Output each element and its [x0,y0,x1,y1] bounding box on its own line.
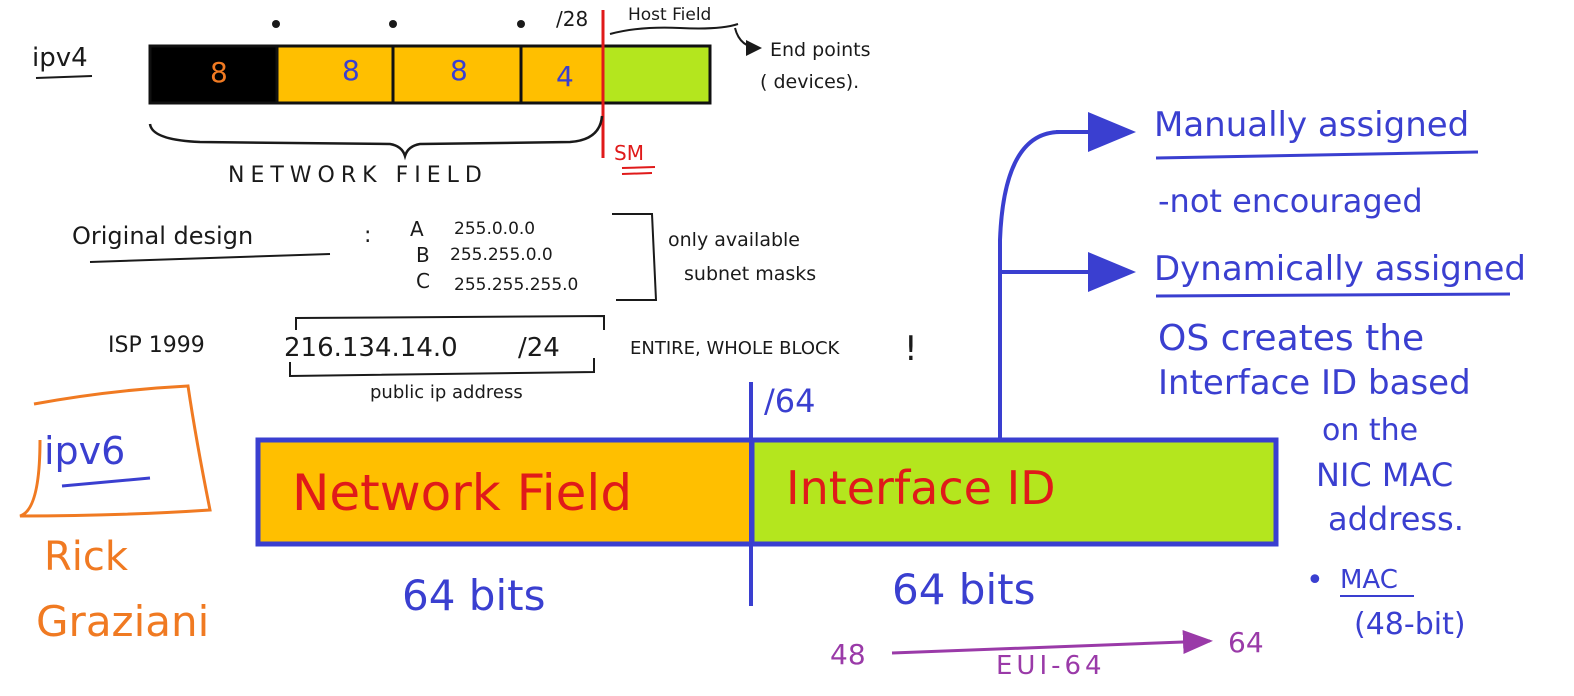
original-design-label: Original design [72,222,253,250]
manual-assigned-label: Manually assigned [1154,105,1469,145]
class-mask-b: 255.255.0.0 [450,245,553,265]
original-design-underline [89,253,331,263]
mac-label: MAC [1340,565,1398,595]
subnet-mask-underline [621,172,653,175]
eui-label: EUI-64 [996,651,1106,681]
host-note-arrow [734,27,762,56]
ipv4-octet-4-network [519,44,605,105]
dynamic-note-line3: on the [1322,413,1418,448]
ipv4-octet-2 [275,44,395,105]
subnet-mask-underline [621,166,656,169]
ipv4-label-underline [35,75,93,79]
octet-dot [389,20,397,28]
isp-address-bracket [295,314,605,330]
ipv6-interface-bits: 64 bits [892,565,1035,614]
octet-bits-2: 8 [342,54,360,87]
ipv4-label: ipv4 [32,43,88,73]
host-field-label: Host Field [628,5,711,25]
ipv4-octet-1 [148,44,279,105]
mac-bullet: • [1306,563,1324,598]
isp-address-prefix: /24 [518,333,560,363]
host-note-line1: End points [770,39,871,61]
dynamic-assigned-label: Dynamically assigned [1154,249,1526,289]
class-mask-c: 255.255.255.0 [454,275,578,295]
octet-bits-1: 8 [210,56,228,89]
mac-bits: (48-bit) [1354,607,1466,642]
manual-assigned-underline [1155,150,1479,160]
class-letter-b: B [416,243,430,267]
eui-arrow [891,630,1213,655]
entire-block-note: ENTIRE, WHOLE BLOCK [630,338,841,359]
ipv6-network-field [255,437,755,547]
public-ip-bracket [289,358,595,378]
isp-label: ISP 1999 [108,333,205,358]
host-field-brace [609,23,739,35]
octet-dot [517,20,525,28]
only-available-line1: only available [668,229,800,251]
assignment-branch-line [998,130,1061,438]
host-note-line2: ( devices). [760,71,859,93]
author-last-name: Graziani [36,597,209,646]
dynamic-note-line4: NIC MAC [1316,456,1453,494]
class-masks-bracket [612,213,658,301]
ipv6-label-underline [61,476,151,488]
network-field-brace [148,115,604,161]
isp-address: 216.134.14.0 [284,333,458,363]
ipv6-network-bits: 64 bits [402,571,545,620]
dynamic-note-line2: Interface ID based [1158,363,1471,403]
dynamic-note-line1: OS creates the [1158,318,1424,359]
ipv4-prefix: /28 [556,7,588,31]
octet-bits-3: 8 [450,54,468,87]
class-letter-c: C [416,269,430,293]
ipv4-address-bar: 8 8 8 4 [148,44,712,105]
class-masks-list: A 255.0.0.0 B 255.255.0.0 C 255.255.255.… [410,217,578,295]
eui-to-bits: 64 [1228,626,1264,659]
ipv6-prefix: /64 [764,382,816,420]
original-design-colon: : [364,223,371,248]
ipv6-interface-id [749,437,1279,547]
manual-note: -not encouraged [1158,182,1423,220]
network-field-label: NETWORK FIELD [228,163,488,188]
ipv6-address-bar: Network Field Interface ID [255,437,1279,547]
octet-dot [272,20,280,28]
only-available-line2: subnet masks [684,263,816,285]
ipv4-host-field [601,44,712,105]
ipv6-interface-id-label: Interface ID [786,461,1056,515]
entire-block-exclamation: ! [904,329,918,369]
ipv4-octet-3 [391,44,523,105]
class-letter-a: A [410,217,424,241]
author-first-name: Rick [44,534,129,580]
dynamic-assigned-underline [1155,292,1511,298]
octet-bits-4: 4 [556,60,574,93]
ipv6-label: ipv6 [44,429,125,473]
public-ip-label: public ip address [370,382,523,403]
ipv6-network-field-label: Network Field [292,464,632,522]
subnet-mask-label: SM [614,141,644,165]
eui-from-bits: 48 [830,638,866,671]
ipv6-label-box [19,384,212,518]
dynamic-note-line5: address. [1328,500,1464,538]
class-mask-a: 255.0.0.0 [454,219,535,239]
